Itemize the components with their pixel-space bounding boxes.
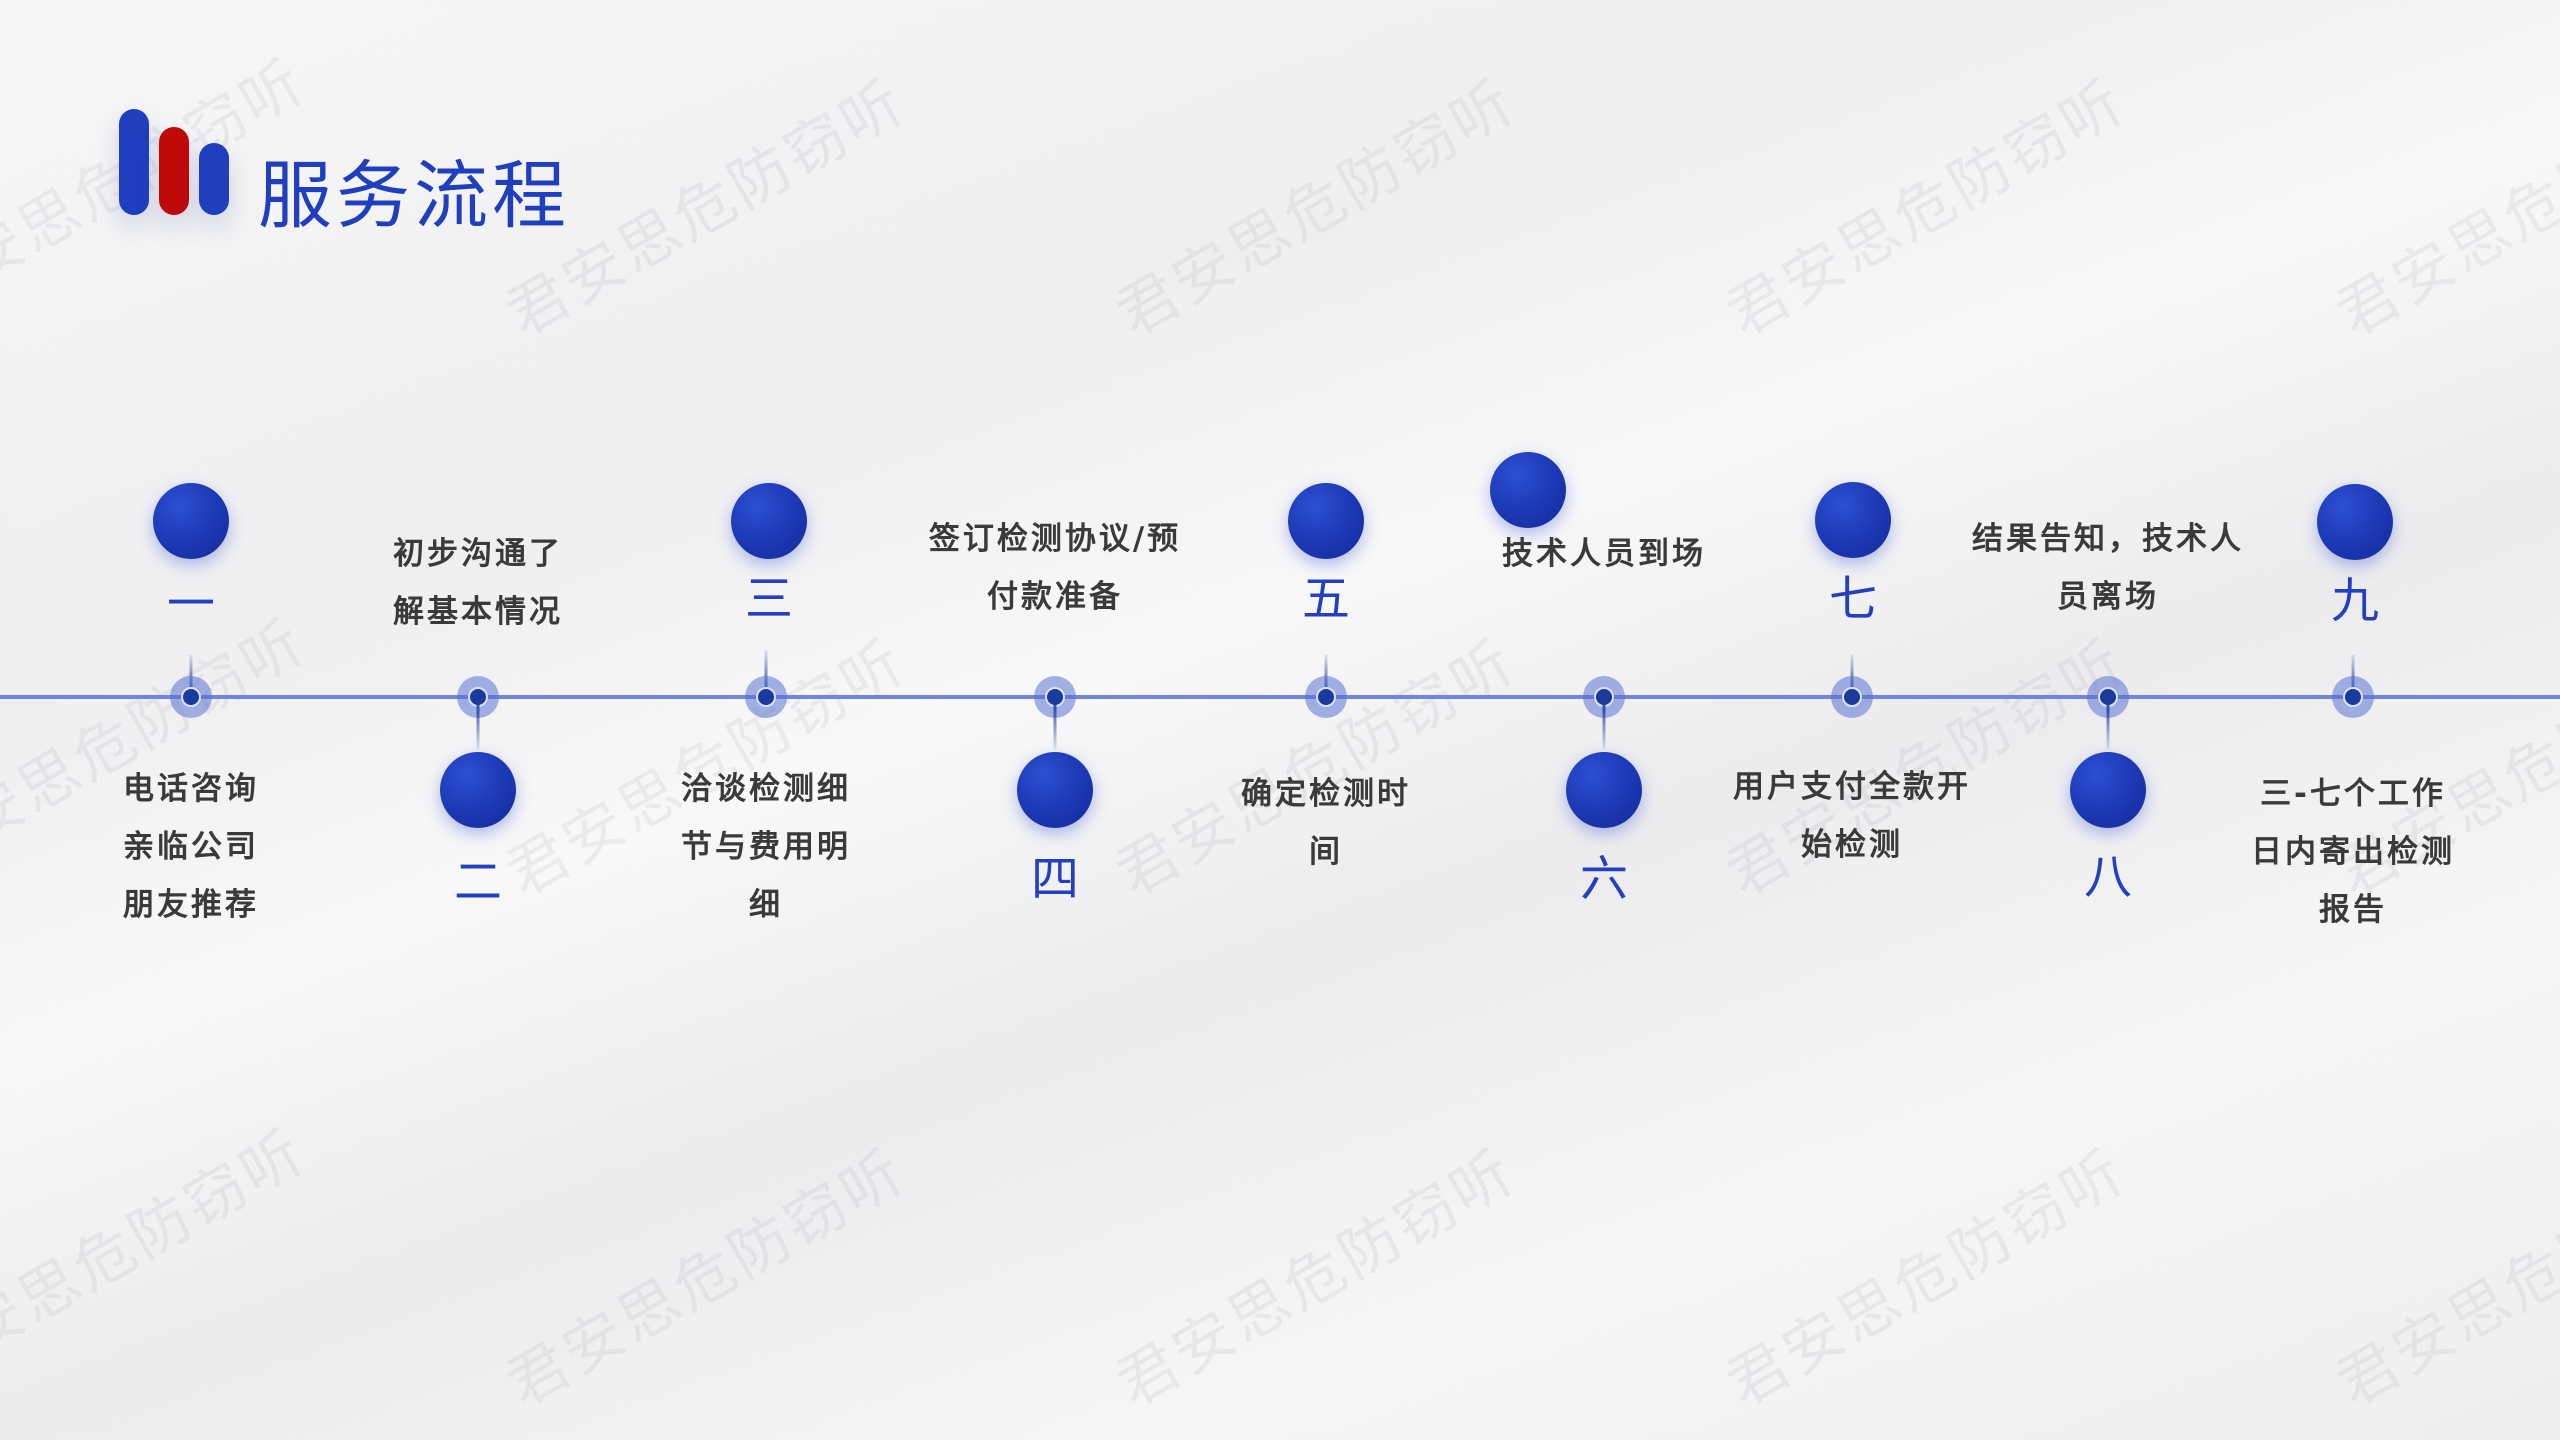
step-circle (731, 483, 807, 559)
watermark: 君安思危防窃听 (1715, 1135, 2139, 1421)
step-description: 结果告知，技术人 员离场 (1972, 521, 2244, 615)
step-number: 七 (1828, 571, 1878, 627)
connector (1053, 697, 1057, 749)
step-circle (1815, 482, 1891, 558)
connector (2106, 697, 2110, 749)
connector (764, 650, 768, 697)
step-number: 三 (744, 571, 794, 627)
step-circle (1017, 752, 1093, 828)
logo-bar-2 (159, 127, 189, 215)
step-description: 洽谈检测细 节与费用明 细 (681, 771, 851, 923)
step-description: 三-七个工作 日内寄出检测 报告 (2251, 776, 2455, 928)
timeline-node (756, 687, 776, 707)
step-description: 技术人员到场 (1502, 536, 1706, 572)
step-number: 二 (453, 854, 503, 910)
watermark: 君安思危防窃听 (1105, 1135, 1529, 1421)
step-circle (2070, 752, 2146, 828)
logo-bar-3 (199, 143, 229, 215)
step-description: 电话咨询 亲临公司 朋友推荐 (123, 771, 259, 923)
step-circle (153, 483, 229, 559)
step-description: 初步沟通了 解基本情况 (393, 536, 563, 630)
watermark: 君安思危防窃听 (1715, 65, 2139, 351)
step-circle (1288, 483, 1364, 559)
step-description: 确定检测时 间 (1241, 776, 1411, 870)
step-circle (1566, 752, 1642, 828)
watermark: 君安思危防窃听 (0, 1115, 319, 1401)
step-number: 六 (1579, 851, 1629, 907)
connector (1602, 697, 1606, 749)
step-number: 一 (166, 576, 216, 632)
logo-bar-1 (119, 109, 149, 215)
step-circle (2317, 484, 2393, 560)
watermark: 君安思危防窃听 (2325, 1135, 2560, 1421)
step-circle (440, 752, 516, 828)
watermark: 君安思危防窃听 (495, 1135, 919, 1421)
watermark: 君安思危防窃听 (2325, 65, 2560, 351)
connector (476, 697, 480, 749)
timeline-line (0, 695, 2560, 699)
step-description: 签订检测协议/预 付款准备 (928, 521, 1182, 615)
step-number: 四 (1030, 851, 1080, 907)
watermark: 君安思危防窃听 (1105, 65, 1529, 351)
timeline-node (1842, 687, 1862, 707)
step-number: 五 (1301, 571, 1351, 627)
timeline-node (1316, 687, 1336, 707)
step-number: 九 (2330, 573, 2380, 629)
timeline-node (181, 687, 201, 707)
step-description: 用户支付全款开 始检测 (1733, 769, 1971, 863)
step-number: 八 (2083, 849, 2133, 905)
timeline-node (2343, 687, 2363, 707)
step-circle-top (1490, 452, 1566, 528)
page-title: 服务流程 (258, 153, 570, 239)
